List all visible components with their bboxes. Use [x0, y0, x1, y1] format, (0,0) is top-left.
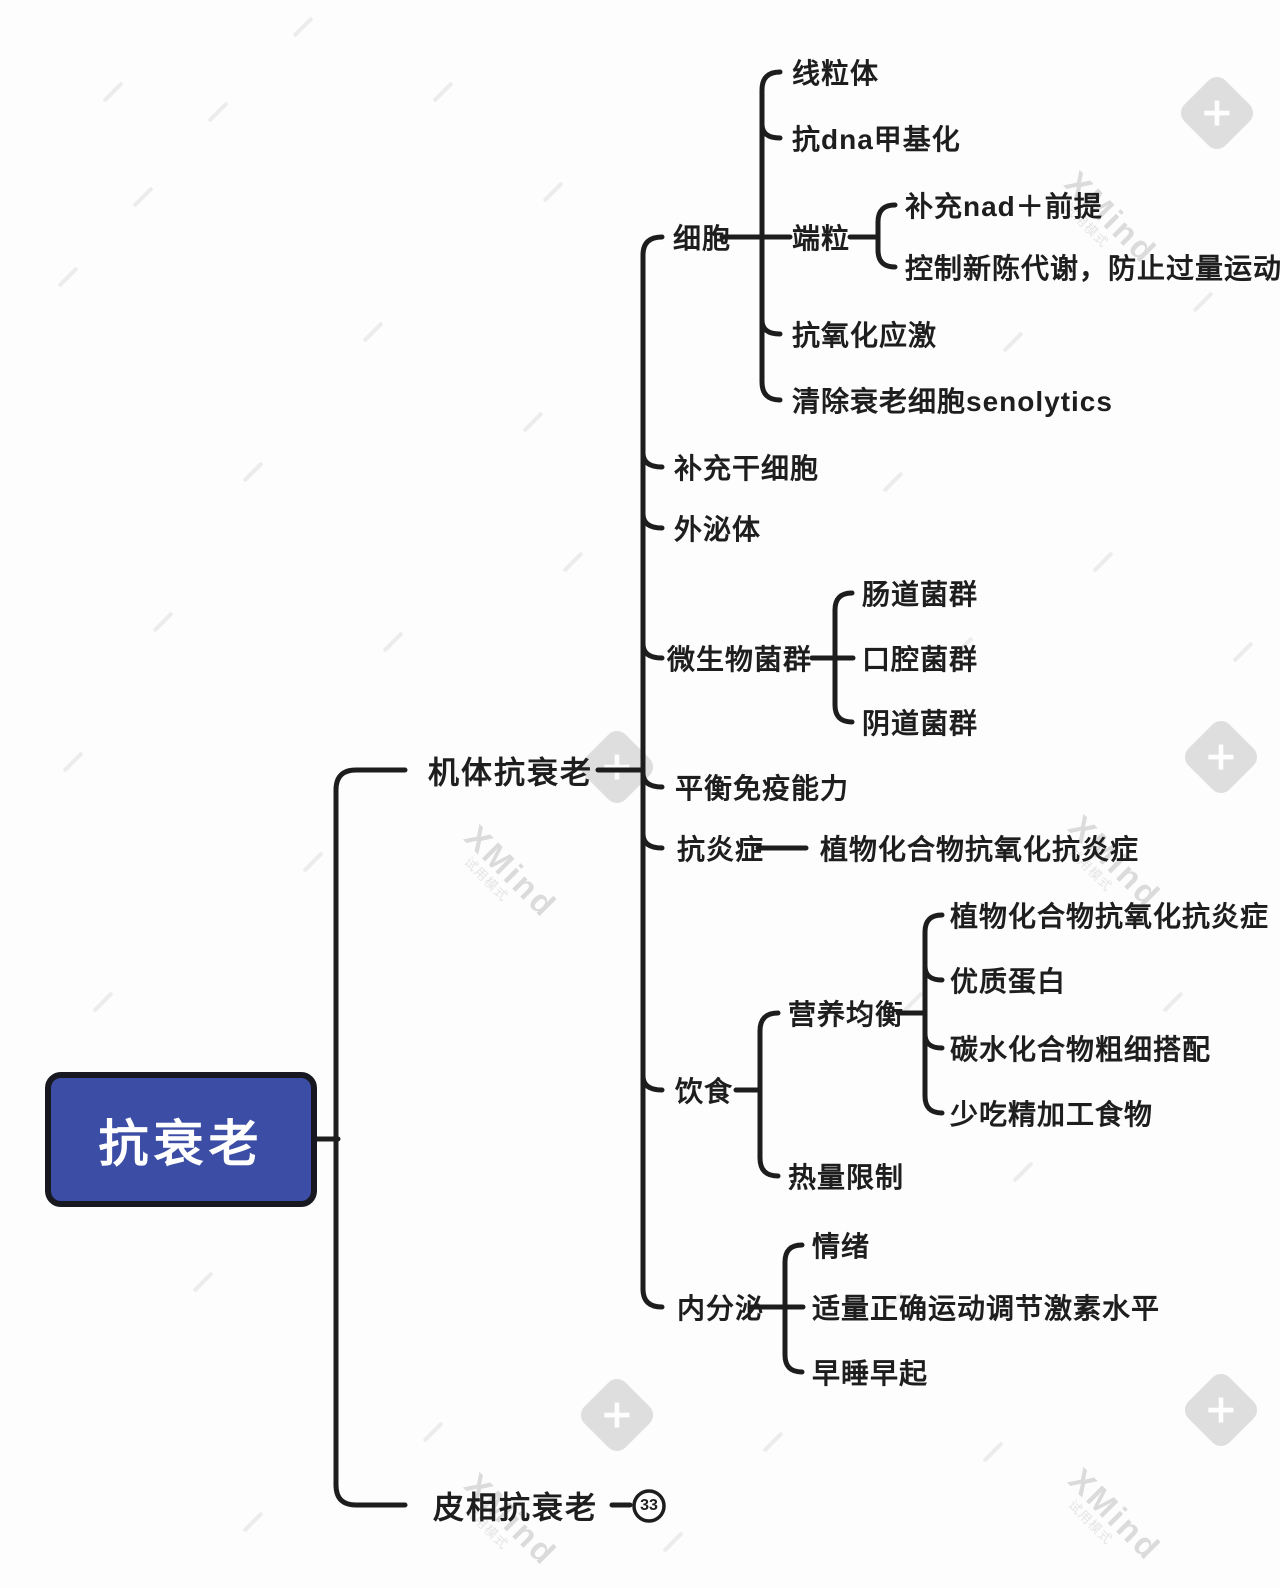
node-mitochondria[interactable]: 线粒体 — [792, 58, 880, 89]
node-exosome[interactable]: 外泌体 — [674, 514, 762, 545]
node-early-sleep[interactable]: 早睡早起 — [812, 1358, 929, 1389]
node-nad-precursor[interactable]: 补充nad＋前提 — [905, 191, 1103, 222]
node-gut-flora[interactable]: 肠道菌群 — [862, 579, 979, 610]
node-senolytics[interactable]: 清除衰老细胞senolytics — [792, 386, 1113, 417]
node-oral-flora[interactable]: 口腔菌群 — [862, 644, 979, 675]
node-less-processed-food[interactable]: 少吃精加工食物 — [950, 1099, 1154, 1130]
node-vaginal-flora[interactable]: 阴道菌群 — [862, 708, 979, 739]
node-carb-coarse-fine-mix[interactable]: 碳水化合物粗细搭配 — [950, 1034, 1212, 1065]
node-immune-balance[interactable]: 平衡免疫能力 — [675, 773, 850, 804]
node-emotion[interactable]: 情绪 — [812, 1231, 871, 1262]
node-anti-dna-methylation[interactable]: 抗dna甲基化 — [792, 124, 961, 155]
root-node-label: 抗衰老 — [98, 1115, 264, 1172]
node-microbiome[interactable]: 微生物菌群 — [667, 644, 813, 675]
node-anti-inflammation[interactable]: 抗炎症 — [677, 834, 765, 865]
node-telomere[interactable]: 端粒 — [792, 223, 851, 254]
node-stem-cell-supplement[interactable]: 补充干细胞 — [674, 453, 820, 484]
node-body-anti-aging[interactable]: 机体抗衰老 — [428, 755, 593, 791]
node-phytochemical-anti-inflammation[interactable]: 植物化合物抗氧化抗炎症 — [950, 901, 1270, 932]
node-cell[interactable]: 细胞 — [673, 223, 732, 254]
node-calorie-restriction[interactable]: 热量限制 — [788, 1162, 905, 1193]
node-diet[interactable]: 饮食 — [675, 1076, 734, 1107]
node-metabolism-control[interactable]: 控制新陈代谢，防止过量运动 — [905, 253, 1280, 284]
node-skin-anti-aging[interactable]: 皮相抗衰老 — [433, 1490, 598, 1526]
node-endocrine[interactable]: 内分泌 — [677, 1293, 765, 1324]
node-anti-oxidative-stress[interactable]: 抗氧化应激 — [792, 320, 938, 351]
node-balanced-nutrition[interactable]: 营养均衡 — [788, 999, 905, 1030]
node-exercise-hormone-regulation[interactable]: 适量正确运动调节激素水平 — [812, 1293, 1161, 1324]
node-quality-protein[interactable]: 优质蛋白 — [950, 966, 1067, 997]
node-phytochemical-anti-inflammation[interactable]: 植物化合物抗氧化抗炎症 — [820, 834, 1140, 865]
root-node-anti-aging[interactable]: 抗衰老 — [45, 1072, 317, 1207]
collapsed-count-badge[interactable]: 33 — [640, 1497, 658, 1514]
